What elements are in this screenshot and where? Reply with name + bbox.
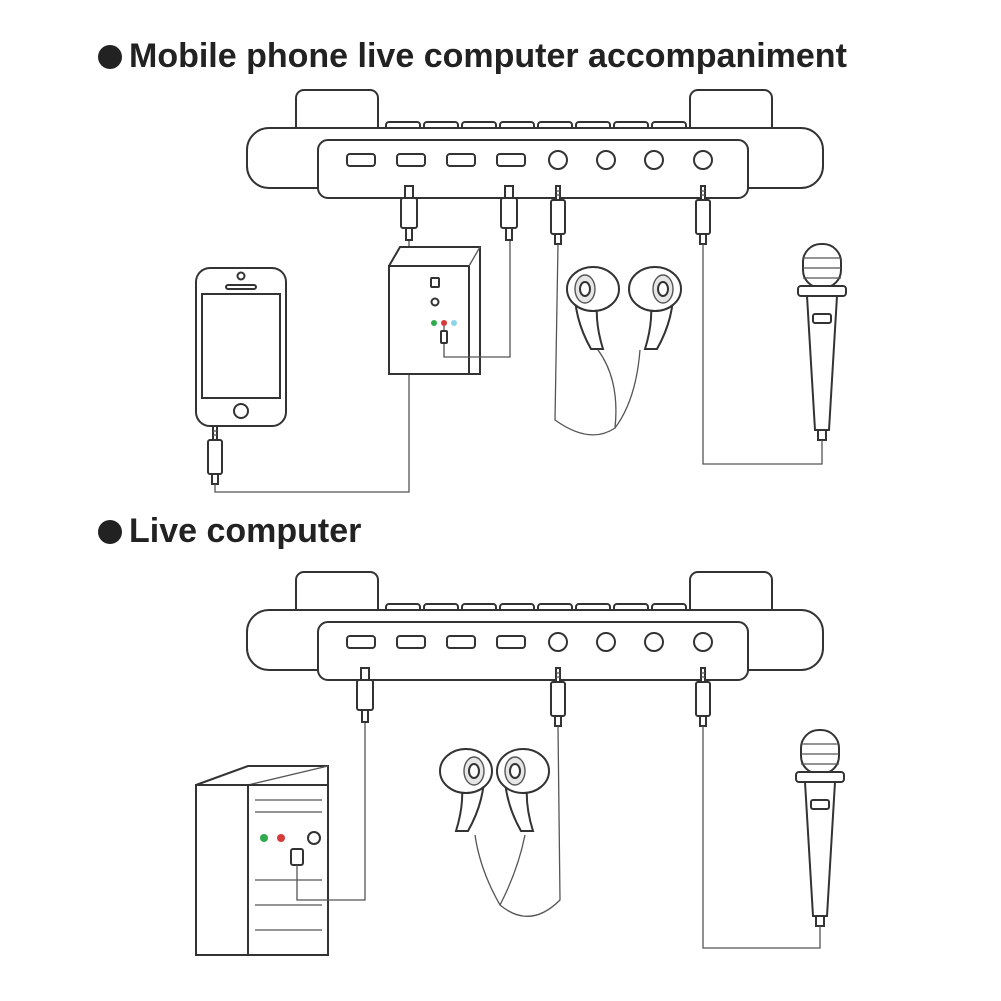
earbud-left-icon	[566, 266, 620, 350]
section-title: Live computer	[129, 512, 362, 550]
section-heading-computer: Live computer	[98, 512, 361, 551]
microphone-icon	[797, 243, 847, 441]
earbud-right-icon	[496, 748, 550, 832]
phone-jack-plug	[207, 425, 223, 485]
mic-cable	[702, 244, 823, 465]
green-jack	[431, 320, 437, 326]
sound-card	[246, 571, 824, 681]
red-jack	[441, 320, 447, 326]
blue-jack	[451, 320, 457, 326]
earphone-cable	[474, 725, 561, 918]
pc-usb-cable	[443, 240, 511, 358]
earbud-right-icon	[628, 266, 682, 350]
smartphone	[195, 267, 287, 427]
section-heading-phone: Mobile phone live computer accompaniment	[98, 37, 847, 76]
mic-cable	[702, 726, 821, 949]
earbud-left-icon	[439, 748, 493, 832]
section-title: Mobile phone live computer accompaniment	[129, 37, 847, 75]
diagram-phone-setup	[195, 89, 847, 493]
pc-tower-small	[387, 246, 481, 375]
pc-tower	[195, 765, 329, 956]
red-jack	[277, 834, 285, 842]
bullet-icon	[98, 44, 122, 69]
green-jack	[260, 834, 268, 842]
bullet-icon	[98, 519, 122, 544]
sound-card	[246, 89, 824, 199]
diagram-computer-setup	[195, 571, 845, 956]
pc-usb-port-plug	[290, 848, 304, 866]
microphone-icon	[795, 729, 845, 927]
pc-usb-cable	[296, 722, 366, 901]
